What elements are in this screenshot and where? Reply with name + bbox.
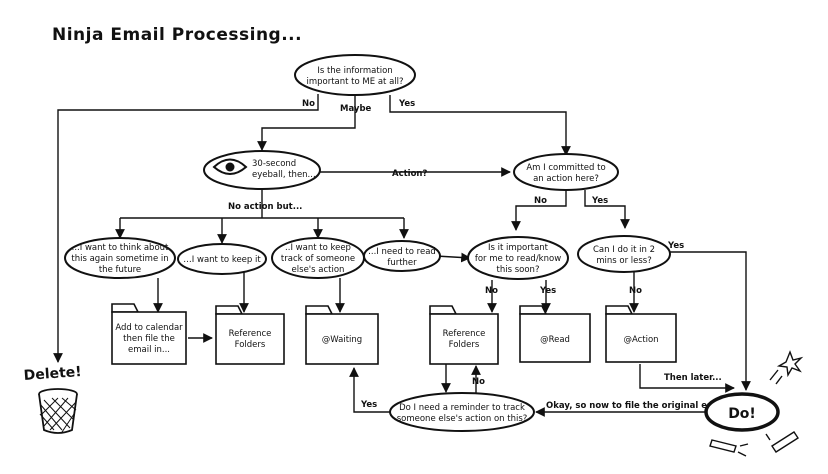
node-think-line2: this again sometime in [71,254,168,264]
label-yes-read: Yes [539,286,556,296]
label-yes-top: Yes [398,99,415,109]
node-eyeball: 30-second eyeball, then... [203,150,321,190]
folder-action: @Action [605,305,677,363]
label-no-top: No [302,99,315,109]
node-think-line1: ...I want to think about [72,243,169,253]
eye-icon [212,158,248,175]
node-eyeball-line1: 30-second [252,159,296,169]
node-committed-line2: an action here? [533,174,599,184]
node-readsoon-line3: this soon? [497,265,540,275]
label-no-two: No [629,286,642,296]
node-track-line2: track of someone [281,254,355,264]
label-action-q: Action? [392,169,427,179]
node-twomins-line2: mins or less? [596,256,652,266]
node-do: Do! [704,350,804,457]
label-maybe: Maybe [340,104,372,114]
node-reminder-line2: someone else's action on this? [397,414,528,424]
label-no-action: No action but... [228,202,302,212]
node-important-line2: important to ME at all? [306,77,403,87]
edge-labels: No Maybe Yes Action? No action but... No… [228,99,727,411]
node-eyeball-line2: eyeball, then... [252,170,316,180]
label-yes-commit: Yes [591,196,608,206]
page-title: Ninja Email Processing... [52,25,302,45]
folder-waiting-text: @Waiting [322,335,362,345]
label-no-read: No [485,286,498,296]
folder-read: @Read [519,305,591,363]
node-track-line1: ..I want to keep [285,243,351,253]
folder-reference2-line1: Reference [443,329,486,339]
label-no-commit: No [534,196,547,206]
node-track: ..I want to keep track of someone else's… [271,237,365,279]
trash-icon [38,388,78,434]
node-readfurther-line1: ...I need to read [368,247,436,257]
node-readfurther-line2: further [387,258,417,268]
party-horn-icon [709,431,799,457]
folder-reference-2: Reference Folders [429,305,499,365]
delete-bin: Delete! [23,364,82,434]
node-readsoon-line1: Is it important [488,243,549,253]
node-twomins: Can I do it in 2 mins or less? [577,235,671,273]
folder-reference1-line2: Folders [235,340,266,350]
node-readfurther: ...I need to read further [363,240,441,272]
node-important: Is the information important to ME at al… [294,54,416,96]
folder-reference-1: Reference Folders [215,305,285,365]
folder-reference1-line1: Reference [229,329,272,339]
connectors [53,94,751,417]
folder-waiting: @Waiting [305,305,379,365]
folder-calendar: Add to calendar then file the email in..… [111,303,187,365]
node-important-line1: Is the information [317,66,392,76]
folder-calendar-line3: email in... [128,345,170,355]
star-icon [769,350,804,385]
label-then-later: Then later... [664,373,722,383]
node-track-line3: else's action [292,265,345,275]
label-no-remind: No [472,377,485,387]
node-do-text: Do! [728,406,756,422]
node-think-line3: the future [99,265,141,275]
label-yes-two: Yes [667,241,684,251]
node-think: ...I want to think about this again some… [64,237,176,279]
folder-action-text: @Action [623,335,658,345]
delete-label: Delete! [23,364,82,384]
node-reminder: Do I need a reminder to track someone el… [389,392,535,432]
node-keep: …I want to keep it [177,243,267,275]
node-committed: Am I committed to an action here? [513,153,619,191]
node-readsoon-line2: for me to read/know [475,254,561,264]
node-committed-line1: Am I committed to [526,163,605,173]
label-file-original: Okay, so now to file the original email [546,401,727,411]
node-twomins-line1: Can I do it in 2 [593,245,655,255]
node-readsoon: Is it important for me to read/know this… [467,236,569,280]
label-yes-remind: Yes [360,400,377,410]
node-reminder-line1: Do I need a reminder to track [399,403,525,413]
folder-read-text: @Read [540,335,570,345]
node-keep-text: …I want to keep it [183,255,261,265]
folder-calendar-line2: then file the [123,334,175,344]
folder-reference2-line2: Folders [449,340,480,350]
folder-calendar-line1: Add to calendar [115,323,183,333]
